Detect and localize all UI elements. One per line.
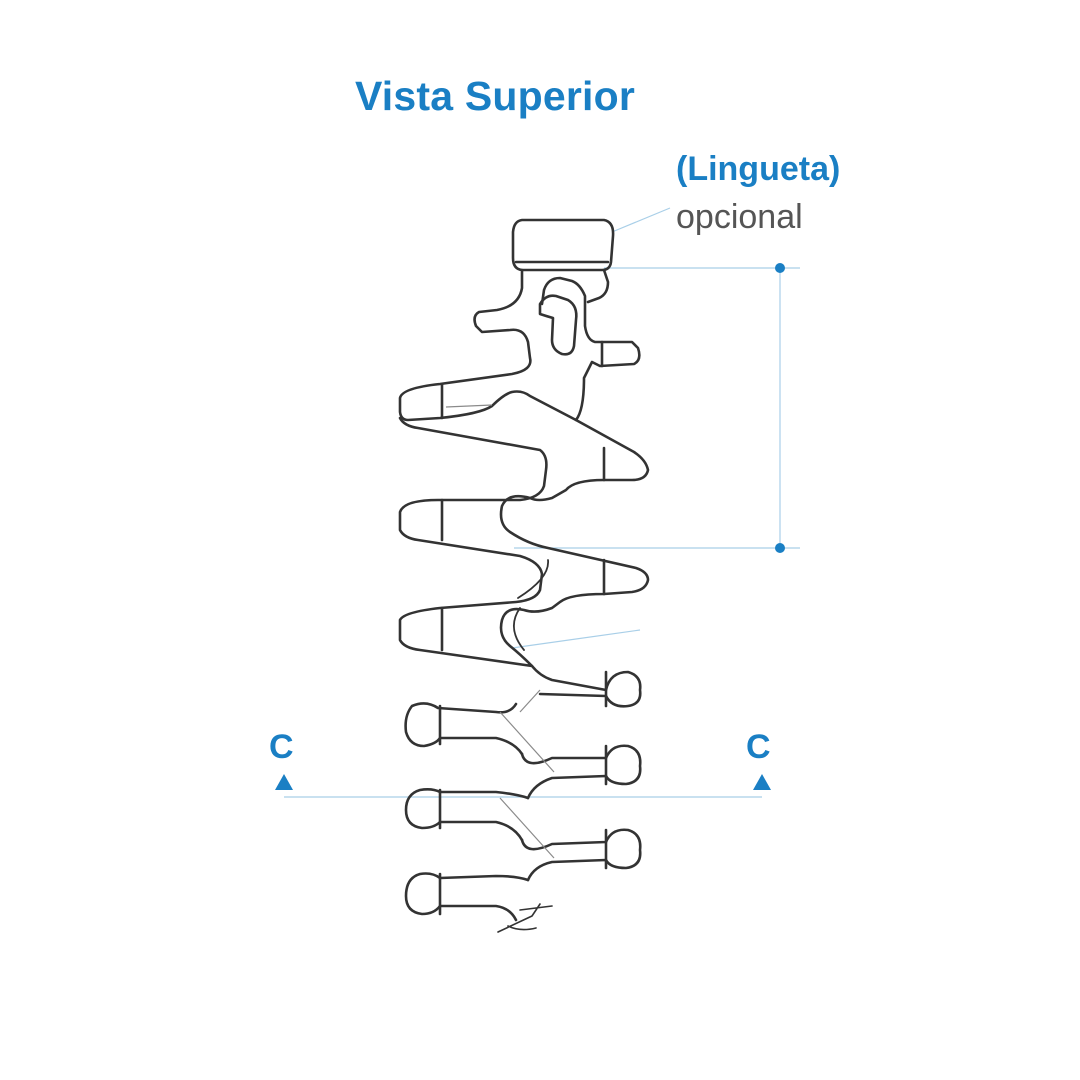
head-section [398, 268, 641, 422]
finger-right-2 [520, 744, 642, 800]
hatch-2 [499, 711, 555, 773]
component-outline [398, 218, 650, 933]
tab-callout-optional: opcional [676, 198, 803, 236]
spine-inner-line [513, 559, 549, 651]
hatch-4 [519, 689, 541, 713]
dimension-endpoint-top [775, 263, 785, 273]
dimension-endpoints [775, 263, 785, 553]
finger-left-3 [404, 872, 530, 922]
hook-slot [538, 294, 578, 356]
break-lines [497, 903, 553, 933]
finger-left-2 [404, 788, 530, 842]
section-arrows [275, 774, 771, 790]
view-title: Vista Superior [355, 73, 636, 119]
knob-fingers [404, 664, 642, 922]
inner-hatch-lines [445, 404, 555, 859]
finger-left-1 [404, 702, 524, 756]
section-letter-right: C [746, 728, 771, 766]
dimension-endpoint-bottom [775, 543, 785, 553]
part-leader-line [511, 629, 641, 649]
finger-right-3 [520, 828, 642, 882]
hatch-1 [445, 404, 493, 408]
hatch-3 [499, 797, 555, 859]
zigzag-spring [398, 416, 650, 668]
section-letter-left: C [269, 728, 294, 766]
optional-tab [511, 218, 615, 272]
tab-callout-label: (Lingueta) [676, 150, 841, 188]
section-arrow-right-icon [753, 774, 771, 790]
section-arrow-left-icon [275, 774, 293, 790]
finger-right-1 [530, 664, 642, 708]
callout-leader-line [611, 207, 671, 233]
